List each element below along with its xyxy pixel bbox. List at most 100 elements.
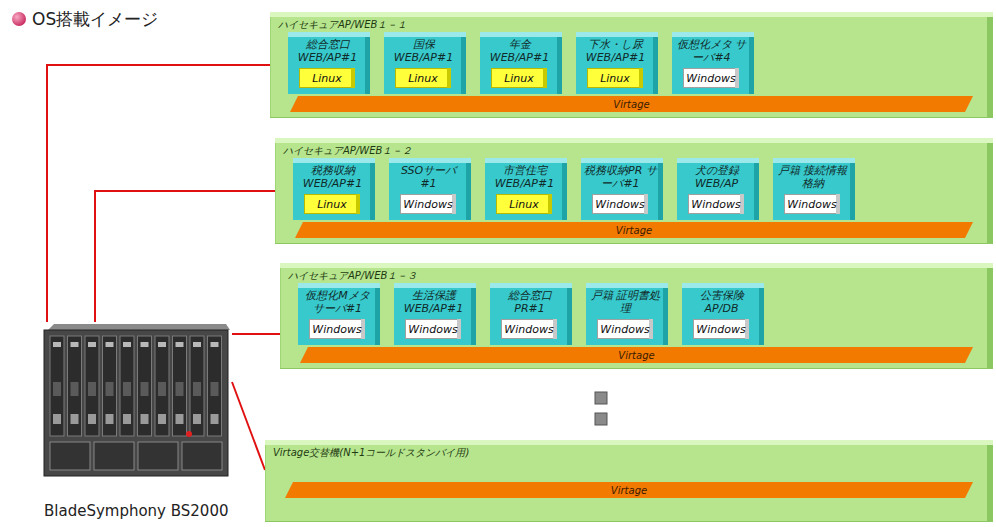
os-label: Linux <box>304 194 360 214</box>
vm-box: 公害保険 AP/DB Windows <box>682 283 764 345</box>
diagram-title: OS搭載イメージ <box>32 8 158 31</box>
vm-box: 国保 WEB/AP#1Linux <box>384 32 466 94</box>
power-bay <box>138 442 178 470</box>
os-name: Linux <box>509 198 539 211</box>
vm-box: 総合窓口 PR#1Windows <box>490 283 572 345</box>
blade <box>138 336 152 436</box>
vm-name: 仮想化メタ サーバ#4 <box>672 32 754 64</box>
vm-box: 犬の登録 WEB/AP Windows <box>677 158 759 220</box>
os-label: Windows <box>683 68 739 88</box>
blade <box>173 336 187 436</box>
hypervisor-label: Virtage <box>613 99 649 110</box>
os-name: Windows <box>312 323 361 336</box>
os-label: Windows <box>309 319 365 339</box>
vm-name: 国保 WEB/AP#1 <box>384 32 466 64</box>
continuation-dot <box>595 392 607 404</box>
blade <box>103 336 117 436</box>
vm-name: 戸籍 証明書処理 <box>586 283 668 315</box>
os-name: Linux <box>504 72 534 85</box>
os-name: Windows <box>691 198 740 211</box>
os-name: Windows <box>408 323 457 336</box>
power-bay <box>94 442 134 470</box>
os-label: Windows <box>405 319 461 339</box>
blade <box>120 336 134 436</box>
os-label: Windows <box>693 319 749 339</box>
vm-box: 戸籍 証明書処理 Windows <box>586 283 668 345</box>
vm-box: 年金 WEB/AP#1Linux <box>480 32 562 94</box>
blade <box>85 336 99 436</box>
connector-line <box>232 382 265 470</box>
blade <box>68 336 82 436</box>
os-name: Linux <box>312 72 342 85</box>
vm-box: 生活保護 WEB/AP#1Windows <box>394 283 476 345</box>
os-label: Windows <box>400 194 456 214</box>
os-label: Linux <box>587 68 643 88</box>
os-name: Linux <box>600 72 630 85</box>
vm-box: 下水・し尿 WEB/AP#1Linux <box>576 32 658 94</box>
chassis <box>44 330 228 476</box>
blade <box>190 336 204 436</box>
panel-title: ハイセキュアAP/WEB１－１ <box>278 18 407 32</box>
vm-name: 犬の登録 WEB/AP <box>677 158 759 190</box>
os-name: Windows <box>403 198 452 211</box>
os-name: Windows <box>787 198 836 211</box>
blade <box>155 336 169 436</box>
virtualization-panel: ハイセキュアAP/WEB１－３仮想化Mメタ サーバ#1Windows生活保護 W… <box>280 263 993 369</box>
hypervisor-bar: Virtage <box>300 347 973 363</box>
os-name: Windows <box>595 198 644 211</box>
panel-title: Virtage交替機(N+1コールドスタンバイ用) <box>273 446 469 460</box>
os-name: Linux <box>408 72 438 85</box>
hypervisor-bar: Virtage <box>290 96 973 112</box>
hypervisor-label: Virtage <box>616 225 652 236</box>
vm-name: 総合窓口 PR#1 <box>490 283 572 315</box>
os-label: Linux <box>299 68 355 88</box>
hypervisor-label: Virtage <box>618 350 654 361</box>
vm-name: 仮想化Mメタ サーバ#1 <box>298 283 380 315</box>
server-label: BladeSymphony BS2000 <box>44 502 229 520</box>
vm-box: 税務収納 WEB/AP#1Linux <box>293 158 375 220</box>
vm-box: 仮想化メタ サーバ#4Windows <box>672 32 754 94</box>
chassis-top <box>48 324 230 330</box>
vm-box: SSOサーバ #1 Windows <box>389 158 471 220</box>
os-name: Windows <box>504 323 553 336</box>
os-label: Windows <box>501 319 557 339</box>
virtualization-panel: ハイセキュアAP/WEB１－１総合窓口 WEB/AP#1Linux国保 WEB/… <box>270 12 993 118</box>
os-name: Windows <box>696 323 745 336</box>
vm-name: 税務収納PR サーバ#1 <box>581 158 663 190</box>
blade <box>50 336 64 436</box>
vm-name: 総合窓口 WEB/AP#1 <box>288 32 370 64</box>
panel-title: ハイセキュアAP/WEB１－２ <box>283 144 412 158</box>
os-label: Linux <box>496 194 552 214</box>
os-label: Windows <box>784 194 840 214</box>
vm-box: 戸籍 接続情報格納 Windows <box>773 158 855 220</box>
os-label: Linux <box>395 68 451 88</box>
os-name: Windows <box>686 72 735 85</box>
vm-name: 下水・し尿 WEB/AP#1 <box>576 32 658 64</box>
os-label: Windows <box>597 319 653 339</box>
vm-name: 戸籍 接続情報格納 <box>773 158 855 190</box>
connector-line <box>95 191 275 322</box>
continuation-dot <box>595 413 607 425</box>
virtualization-panel: ハイセキュアAP/WEB１－２税務収納 WEB/AP#1LinuxSSOサーバ … <box>275 138 993 244</box>
vm-name: 年金 WEB/AP#1 <box>480 32 562 64</box>
vm-name: 公害保険 AP/DB <box>682 283 764 315</box>
virtualization-panel: Virtage交替機(N+1コールドスタンバイ用) Virtage <box>265 440 993 522</box>
title-bullet <box>12 12 26 26</box>
os-label: Linux <box>491 68 547 88</box>
vm-name: SSOサーバ #1 <box>389 158 471 190</box>
vm-name: 市営住宅 WEB/AP#1 <box>485 158 567 190</box>
os-name: Windows <box>600 323 649 336</box>
panel-title: ハイセキュアAP/WEB１－３ <box>288 269 417 283</box>
vm-box: 市営住宅 WEB/AP#1Linux <box>485 158 567 220</box>
connector-line <box>232 333 280 335</box>
power-bay <box>182 442 222 470</box>
hypervisor-bar: Virtage <box>285 482 973 498</box>
power-bay <box>50 442 90 470</box>
hypervisor-bar: Virtage <box>295 222 973 238</box>
blade-server-illustration <box>40 322 232 482</box>
os-label: Windows <box>592 194 648 214</box>
server-node: BladeSymphony BS2000 <box>40 322 232 522</box>
os-name: Linux <box>317 198 347 211</box>
vm-box: 総合窓口 WEB/AP#1Linux <box>288 32 370 94</box>
